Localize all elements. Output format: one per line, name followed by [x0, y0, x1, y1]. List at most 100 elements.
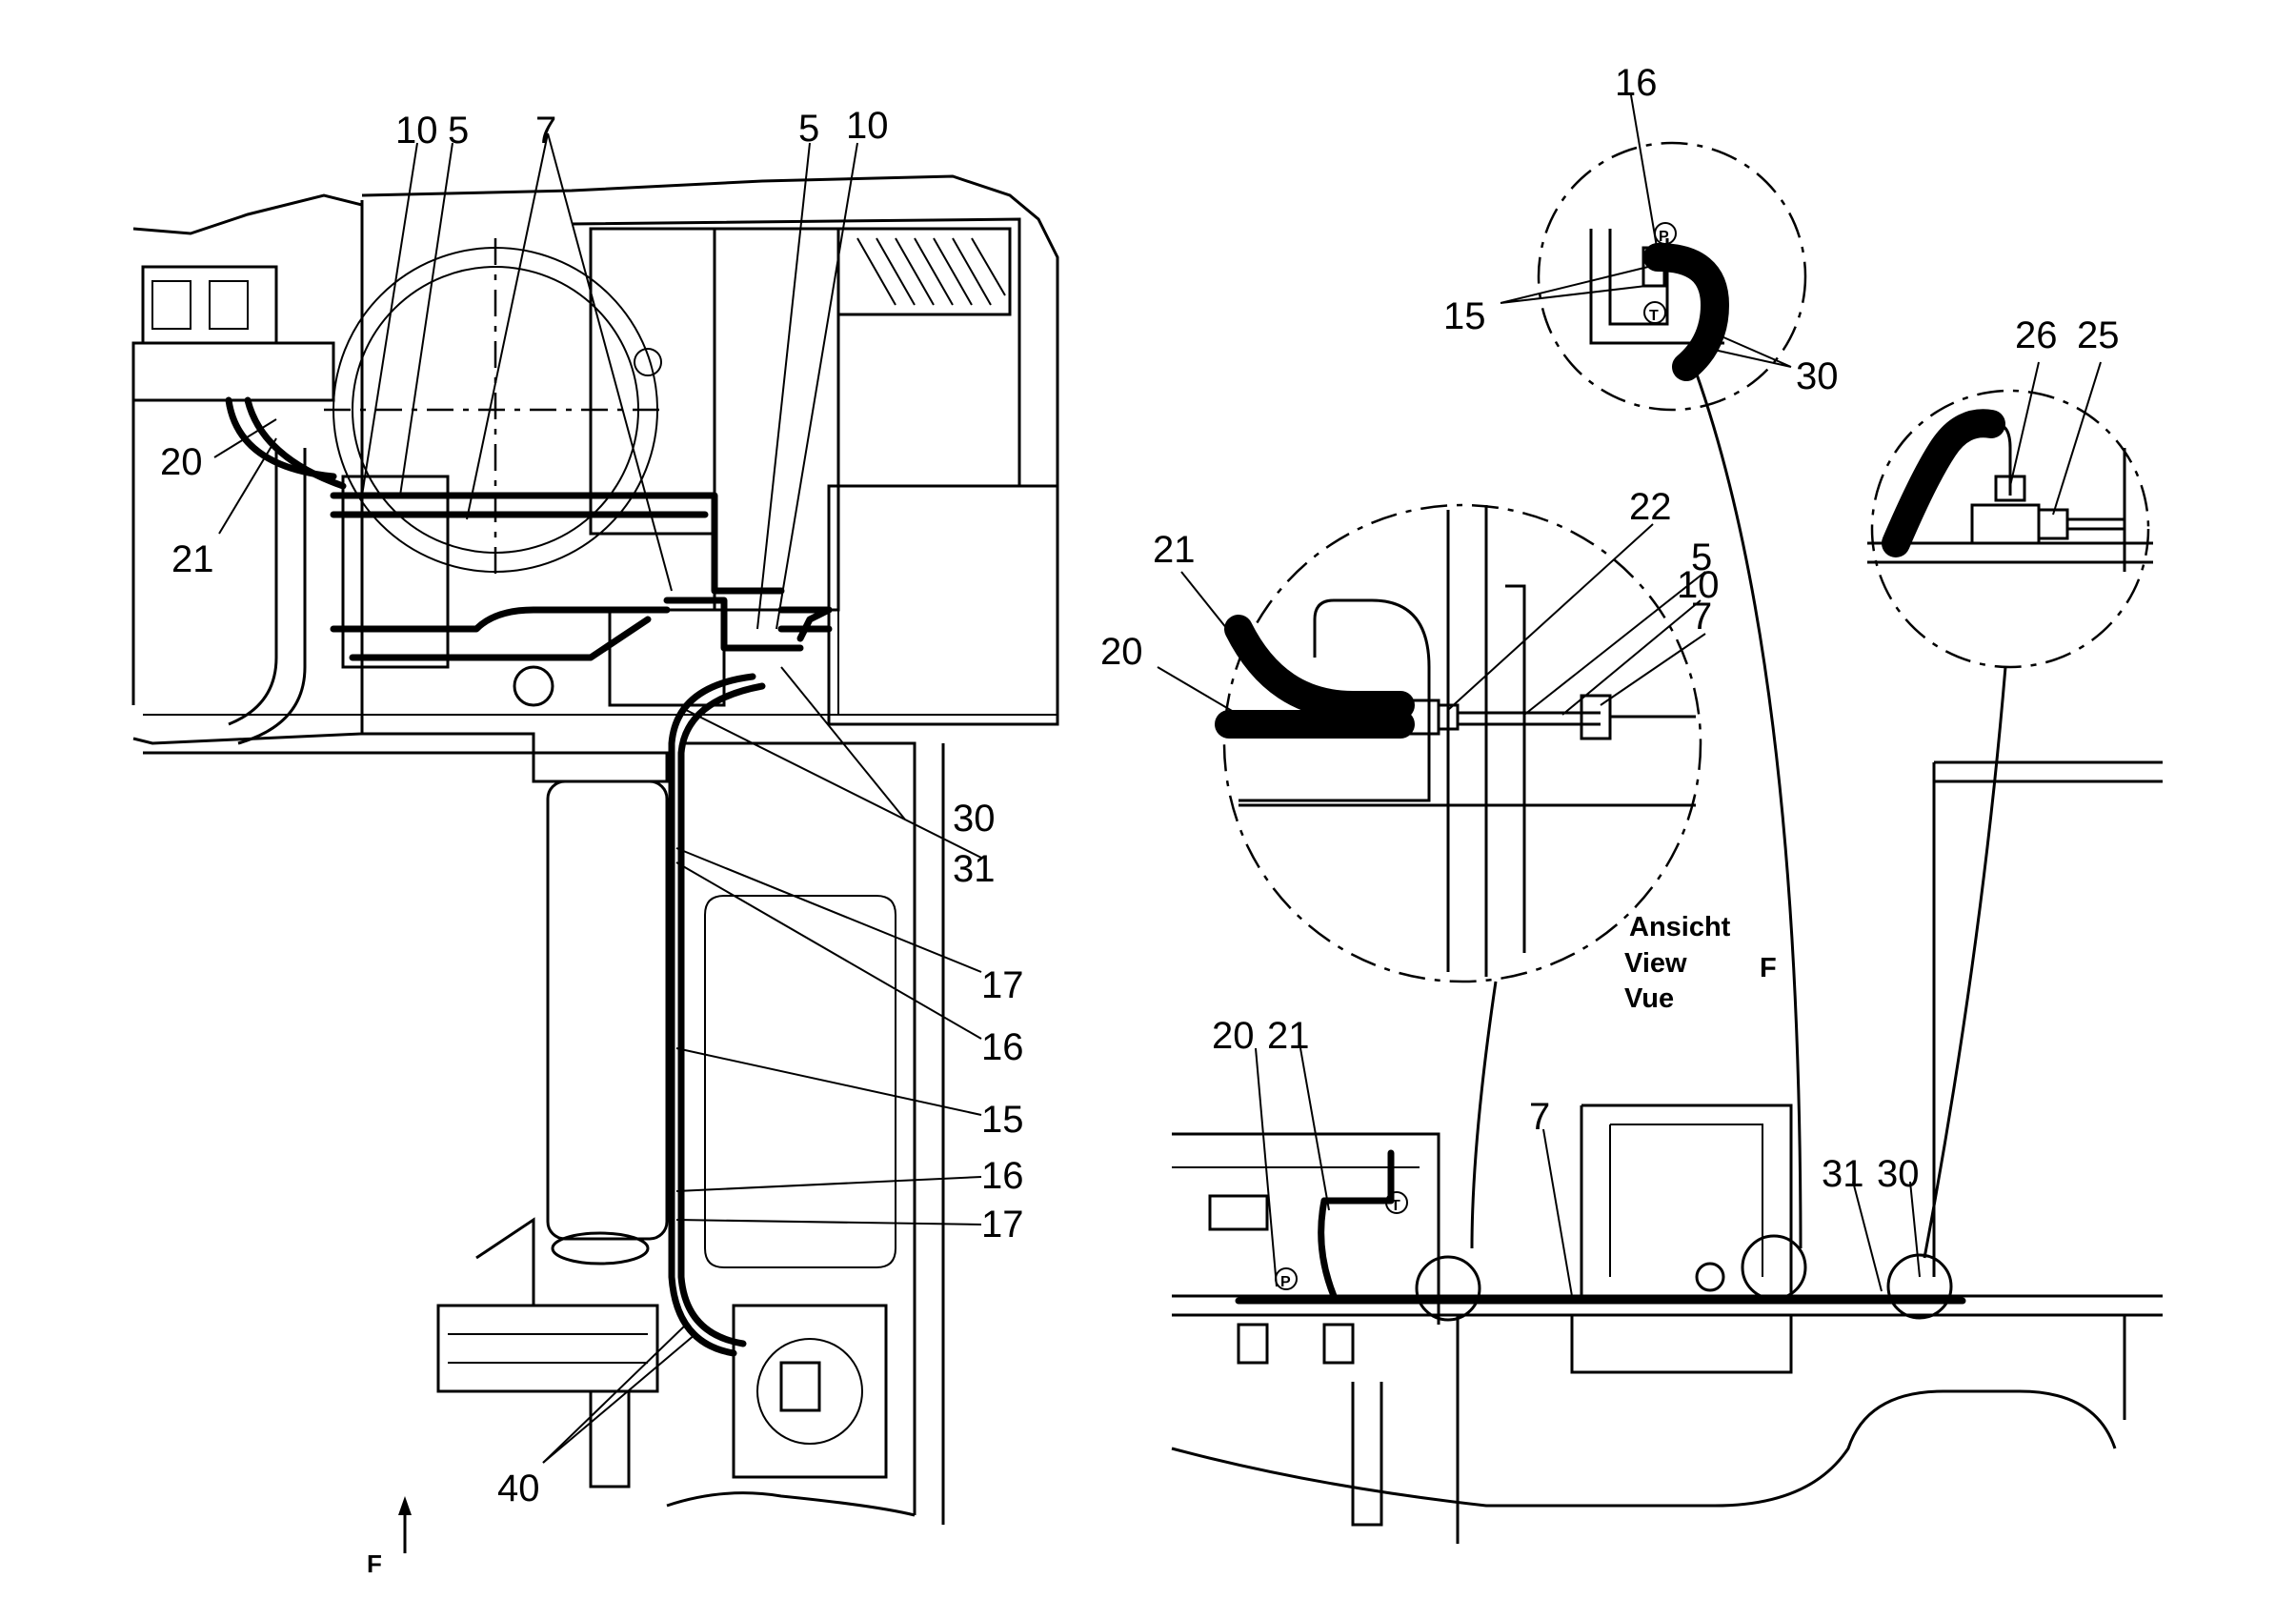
- callout-10b: 10: [846, 105, 889, 147]
- p-letter-view: P: [1280, 1274, 1291, 1290]
- line-junction: [663, 597, 804, 652]
- detail-top-block: [1589, 229, 1724, 345]
- detail-tee-pipe: [2067, 517, 2125, 531]
- leader-16b: [675, 1176, 982, 1192]
- callout-20-detail: 20: [1100, 631, 1143, 673]
- detail-tee-elbow: [1995, 422, 2012, 496]
- view-f-circle-b: [1741, 1234, 1807, 1301]
- callout-21-detail: 21: [1153, 529, 1196, 571]
- line-lower: [330, 606, 671, 633]
- callout-30-top: 30: [1796, 355, 1839, 397]
- detail-hose-21-hatch: [1229, 623, 1400, 716]
- callouts-detail-hose: 21 20 22 5 10 7: [1100, 486, 1720, 673]
- left-assembly-view: [131, 132, 1059, 1553]
- view-f-circle-a: [1415, 1255, 1481, 1322]
- lower-leg: [589, 1391, 631, 1488]
- callouts-detail-top: 16 15 30: [1443, 62, 1839, 397]
- leader-21-view: [1299, 1047, 1330, 1211]
- callout-5a: 5: [448, 110, 469, 152]
- leader-21-detail: [1180, 571, 1259, 668]
- filter-cap: [551, 1231, 650, 1266]
- leader-16a: [675, 861, 982, 1040]
- detail-top: [1500, 94, 1807, 1249]
- detail-tee-nut-26: [1994, 475, 2026, 502]
- view-f-bottom: [1171, 1389, 2117, 1508]
- left-crossmember: [131, 341, 335, 402]
- callout-21: 21: [171, 538, 214, 580]
- view-f-block-2: [1322, 1323, 1355, 1365]
- detail-tee: [1867, 361, 2153, 1259]
- detail-top-hose-hatch: [1657, 247, 1726, 375]
- view-f-left-housing: [1172, 1132, 1440, 1325]
- callout-15: 15: [981, 1099, 1024, 1141]
- callout-17b: 17: [981, 1204, 1024, 1245]
- leader-17b: [675, 1219, 982, 1225]
- fitting-round: [634, 348, 662, 376]
- cooler-block: [836, 227, 1012, 316]
- detail-tee-nut-25: [2037, 508, 2069, 540]
- leader-21: [218, 437, 277, 535]
- leader-17a: [675, 847, 982, 973]
- callout-5b: 5: [798, 108, 819, 150]
- leader-10a: [361, 142, 418, 496]
- p-letter-top: P: [1659, 229, 1669, 245]
- callout-21-view: 21: [1267, 1015, 1310, 1057]
- detail-tee-circle: [1870, 389, 2150, 669]
- callout-10-detail: 10: [1677, 564, 1720, 606]
- leader-15: [675, 1047, 982, 1116]
- detail-top-fitting: [1641, 246, 1666, 288]
- view-f-pivot: [1695, 1262, 1725, 1292]
- t-letter-view: T: [1391, 1198, 1400, 1214]
- view-f-column: [1351, 1382, 1383, 1527]
- fitting-gear: [513, 665, 554, 707]
- leader-7a: [466, 132, 549, 520]
- callout-30-view: 30: [1877, 1153, 1920, 1195]
- view-f-pedestal: [1581, 1104, 1793, 1296]
- callout-16-top: 16: [1615, 62, 1658, 104]
- leader-30: [780, 666, 906, 820]
- detail-tee-link: [1923, 666, 2007, 1259]
- detail-hose-pipe: [1458, 711, 1601, 726]
- t-marker-view: [1385, 1191, 1408, 1214]
- view-f-slot: [1208, 1194, 1269, 1231]
- leader-30-view: [1909, 1181, 1921, 1278]
- callout-7-detail: 7: [1691, 596, 1712, 638]
- leader-7-detail: [1600, 633, 1706, 706]
- detail-hose-21: [1224, 615, 1415, 719]
- column-outline: [686, 741, 916, 1515]
- tank-block: [827, 484, 1059, 726]
- line-lower-2: [349, 616, 652, 661]
- callout-30: 30: [953, 798, 996, 840]
- leader-25: [2052, 361, 2102, 516]
- cooler-hatch: [856, 237, 1006, 306]
- hose-21: [244, 396, 347, 490]
- lower-brace: [475, 1217, 535, 1306]
- connector-1: [151, 280, 191, 330]
- leader-10-detail: [1561, 599, 1702, 716]
- callouts-left: 10 5 7 5 10 20 21 30 31 17 16 15 16 17 4…: [160, 105, 1024, 1578]
- panel-c: [341, 475, 450, 669]
- leader-7-view: [1542, 1128, 1573, 1297]
- detail-hose-link: [1470, 981, 1498, 1249]
- column-window: [704, 895, 896, 1268]
- callout-31-view: 31: [1822, 1153, 1864, 1195]
- line-tank-entry: [796, 606, 833, 642]
- left-frame-edge: [132, 193, 364, 745]
- valve-body: [779, 1361, 821, 1412]
- callout-10a: 10: [395, 110, 438, 152]
- lower-rail-slots: [448, 1333, 648, 1364]
- direction-f: F: [367, 1549, 382, 1578]
- hose-15-vertical-2: [677, 682, 766, 1347]
- left-pipe: [228, 448, 278, 726]
- leader-15-top: [1500, 266, 1649, 304]
- detail-hose-post: [1505, 584, 1526, 953]
- leader-26: [2009, 361, 2040, 487]
- panel-b: [713, 227, 840, 612]
- callout-15-top: 15: [1443, 295, 1486, 337]
- leader-10b: [775, 142, 858, 630]
- view-f-caption: Ansicht View Vue F: [1624, 912, 1777, 1014]
- callout-17a: 17: [981, 964, 1024, 1006]
- caption-ansicht: Ansicht: [1629, 912, 1731, 942]
- detail-hose-nut: [1437, 703, 1460, 731]
